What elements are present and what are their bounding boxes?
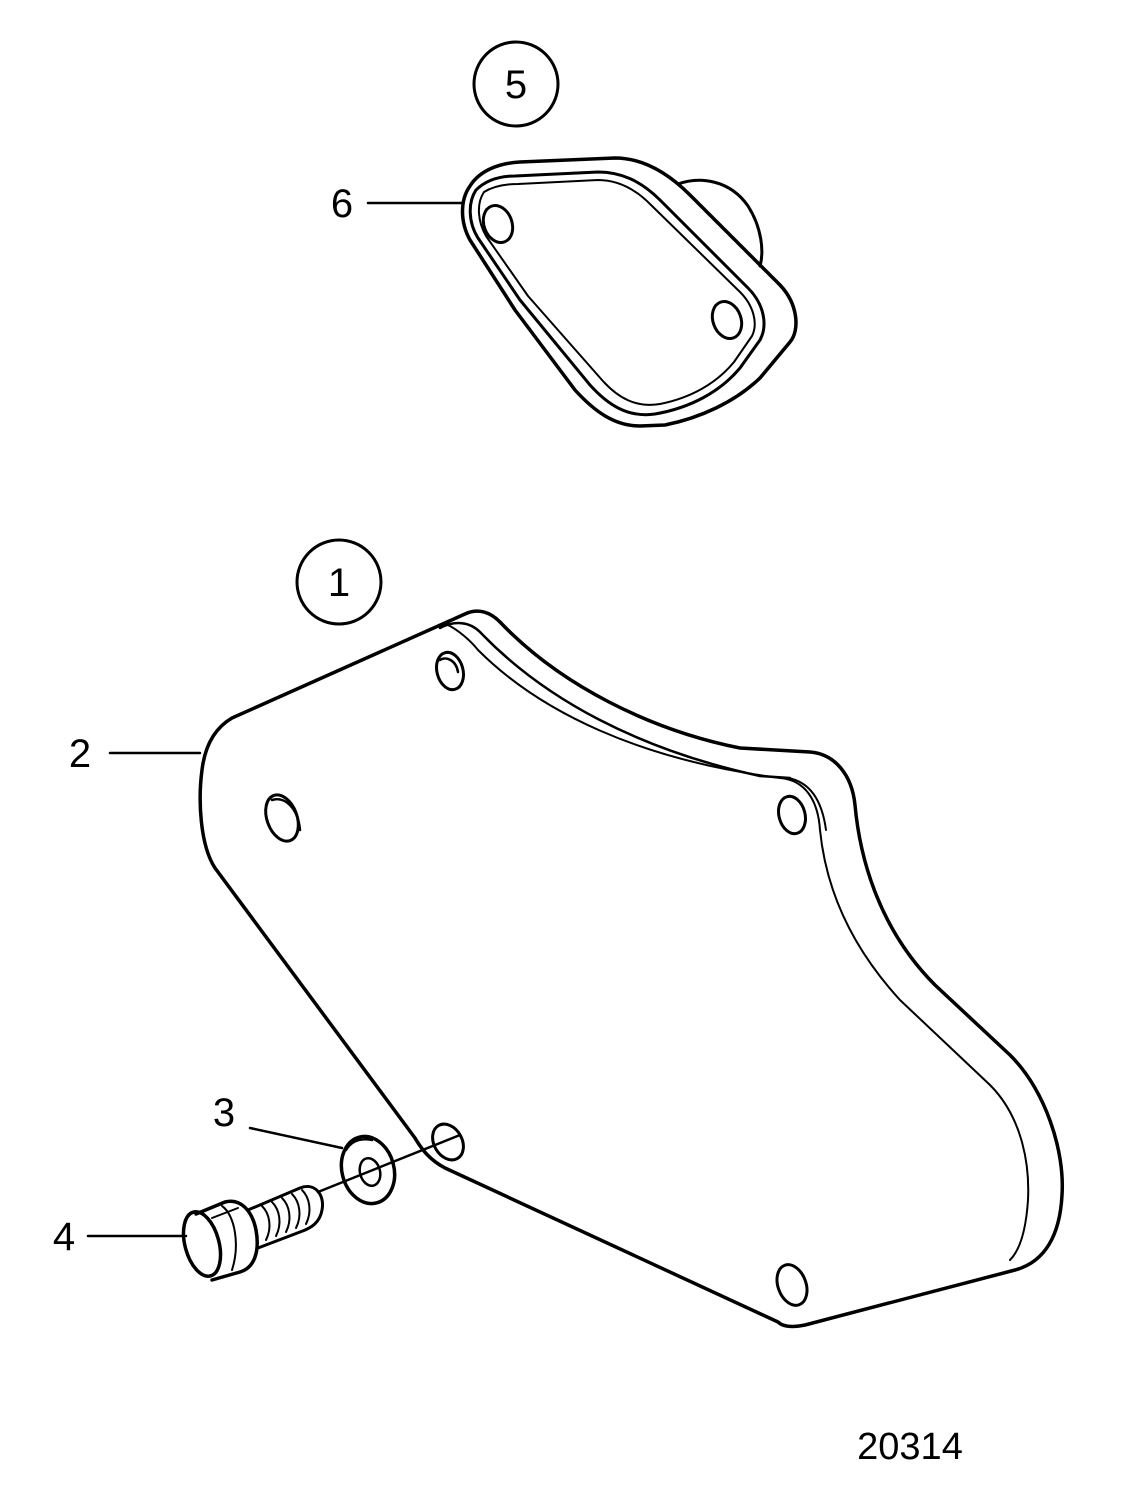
callout-6: 6 [331, 182, 353, 226]
callout-circle-1 [295, 538, 383, 626]
hex-bolt-icon [181, 1185, 325, 1282]
callout-5: 5 [505, 63, 527, 107]
callout-3: 3 [213, 1091, 235, 1135]
figure-number: 20314 [857, 1426, 963, 1468]
callout-1: 1 [328, 561, 350, 605]
cover-assembly-icon [460, 156, 798, 428]
assembly-line [316, 1133, 462, 1194]
leader-line-3 [248, 1126, 344, 1150]
callout-circle-5 [472, 40, 560, 128]
washer-icon [339, 1134, 397, 1206]
callout-4: 4 [53, 1215, 75, 1259]
callout-2: 2 [69, 732, 91, 776]
cover-plate-icon [198, 609, 1065, 1329]
